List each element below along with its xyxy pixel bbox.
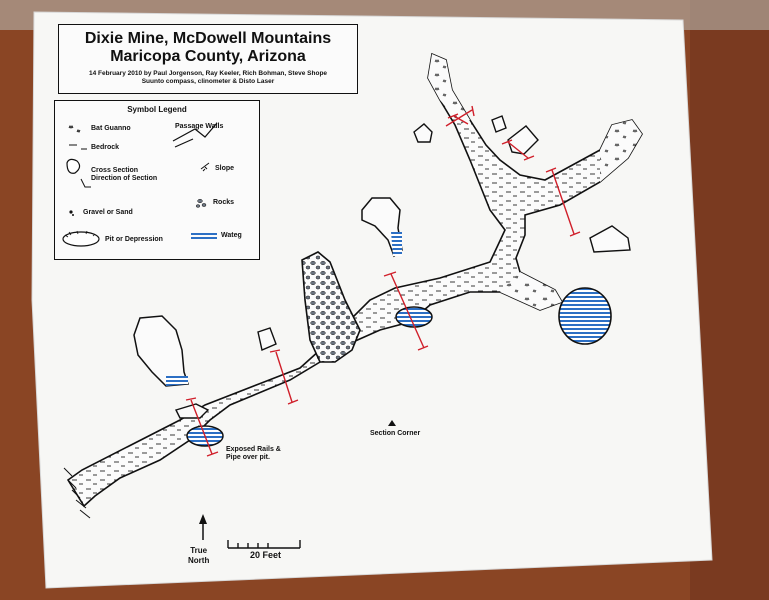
legend-title: Symbol Legend — [127, 105, 187, 114]
legend-label-guano: Bat Guanno — [91, 125, 131, 132]
scale-bar — [227, 540, 301, 549]
legend-label-bedrock: Bedrock — [91, 144, 120, 151]
title-instruments: Suunto compass, clinometer & Disto Laser — [141, 78, 275, 85]
passage-walls-icon — [172, 122, 218, 148]
title-credits: 14 February 2010 by Paul Jorgenson, Ray … — [88, 70, 328, 77]
entrance-hatch — [63, 467, 91, 519]
pit-icon — [62, 231, 100, 247]
water-icon — [191, 233, 217, 235]
true-north-label: True North — [188, 546, 210, 565]
gravel-icon — [69, 210, 73, 214]
legend-symbols — [62, 122, 218, 247]
title-line-1: Dixie Mine, McDowell Mountains — [84, 30, 332, 47]
legend-label-water: Wateg — [221, 232, 242, 239]
exposed-rails-label: Exposed Rails & Pipe over pit. — [226, 446, 281, 461]
title-line-2: Maricopa County, Arizona — [110, 48, 306, 65]
legend-label-pit: Pit or Depression — [105, 236, 163, 243]
legend-label-gravel: Gravel or Sand — [83, 209, 133, 216]
map-title-box: Dixie Mine, McDowell Mountains Maricopa … — [58, 24, 358, 94]
rocks-icon — [197, 198, 203, 204]
legend-label-passage-walls: Passage Walls — [175, 123, 224, 130]
slope-icon — [200, 162, 210, 172]
rocks-chamber — [301, 251, 361, 363]
water-pit-right — [558, 287, 612, 345]
bedrock-icon — [69, 144, 87, 150]
cross-section-markers — [185, 105, 581, 457]
legend-label-slope: Slope — [215, 165, 235, 172]
legend-label-cross-section: Cross Section Direction of Section — [91, 167, 158, 182]
cross-section-icon — [66, 158, 81, 174]
symbol-legend: Symbol Legend Bat Guanno Bedrock Cross S… — [54, 100, 260, 260]
section-corner-mark — [388, 420, 396, 426]
north-arrow-icon — [199, 514, 207, 540]
guano-icon — [68, 124, 81, 134]
scale-label: 20 Feet — [250, 550, 282, 560]
legend-label-rocks: Rocks — [213, 199, 235, 206]
section-corner-label: Section Corner — [370, 430, 421, 437]
